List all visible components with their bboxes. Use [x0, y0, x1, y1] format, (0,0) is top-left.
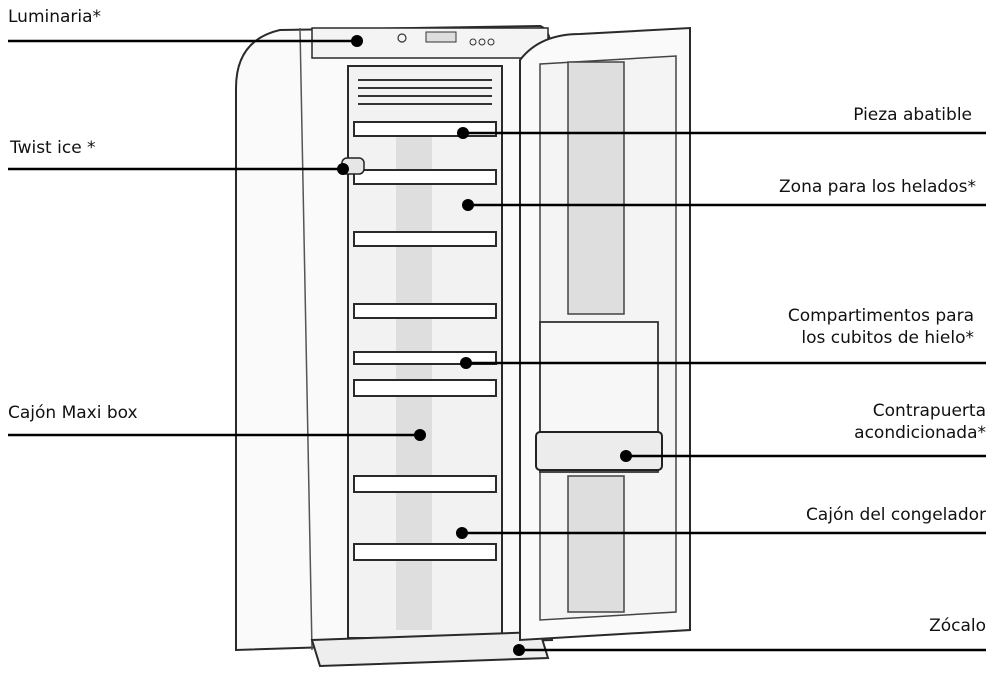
callout-dots: [337, 35, 632, 656]
label-zocalo: Zócalo: [929, 616, 986, 636]
label-contrapuerta-line2: acondicionada*: [854, 423, 986, 443]
callout-dot-zocalo: [513, 644, 525, 656]
label-compartimentos-line1: Compartimentos para: [787, 306, 974, 326]
callout-dot-twist-ice: [337, 163, 349, 175]
control-display: [425, 31, 457, 43]
callout-dot-cajon-maxi-box: [414, 429, 426, 441]
label-pieza-abatible: Pieza abatible: [853, 105, 972, 125]
label-compartimentos-line2: los cubitos de hielo*: [801, 328, 974, 348]
plinth: [310, 630, 550, 668]
control-knob: [397, 33, 407, 43]
label-twist-ice: Twist ice *: [10, 138, 96, 158]
cabinet-side-edge: [299, 27, 313, 651]
callout-dot-cajon-congelador: [456, 527, 468, 539]
label-zona-helados: Zona para los helados*: [779, 177, 976, 197]
control-button-3: [487, 38, 495, 46]
door-panel-lower: [567, 475, 625, 613]
label-cajon-maxi-box: Cajón Maxi box: [8, 403, 138, 423]
label-cajon-congelador: Cajón del congelador: [805, 505, 986, 525]
label-contrapuerta-line1: Contrapuerta: [872, 401, 986, 421]
door-bin: [535, 431, 663, 471]
label-compartimentos: Compartimentos para los cubitos de hielo…: [788, 305, 974, 349]
label-contrapuerta: Contrapuerta acondicionada*: [854, 400, 986, 444]
door-panel-upper: [567, 61, 625, 315]
vent-grille: [358, 79, 492, 105]
callout-dot-luminaria: [351, 35, 363, 47]
callout-lines: [8, 39, 986, 652]
callout-dot-compartimentos: [460, 357, 472, 369]
label-luminaria: Luminaria*: [8, 7, 102, 27]
callout-dot-pieza-abatible: [457, 127, 469, 139]
shelves: [353, 121, 497, 561]
callout-dot-contrapuerta: [620, 450, 632, 462]
control-button-1: [469, 38, 477, 46]
callout-dot-zona-helados: [462, 199, 474, 211]
control-button-2: [478, 38, 486, 46]
